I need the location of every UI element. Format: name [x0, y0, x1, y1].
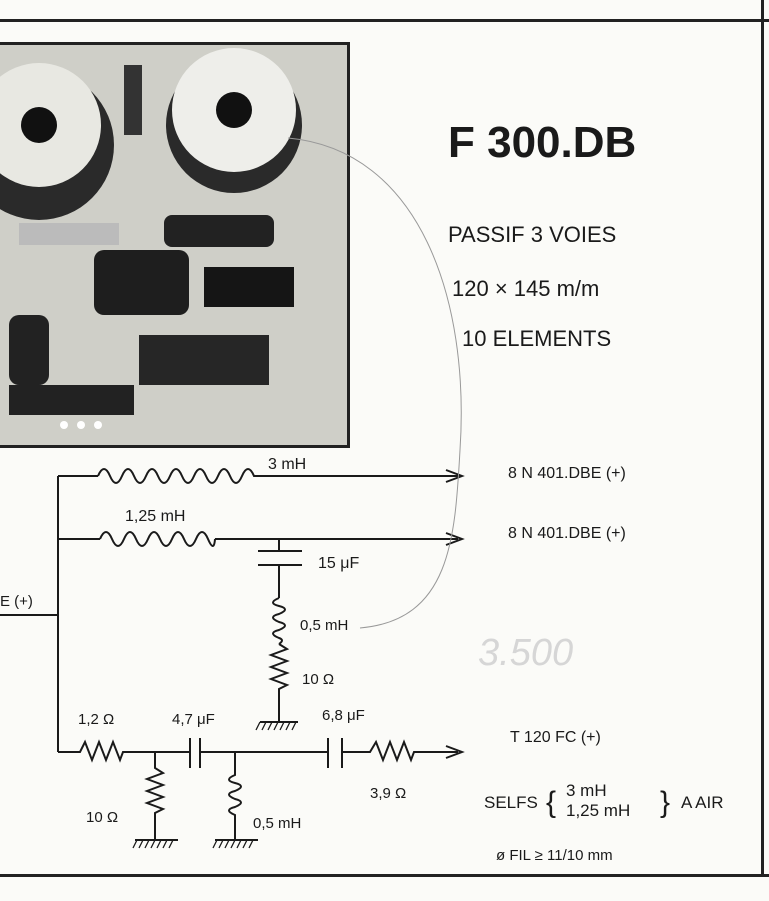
label-l-bass: 3 mH [268, 456, 306, 473]
type-label: PASSIF 3 VOIES [448, 222, 617, 247]
label-r-mid-shunt: 10 Ω [302, 671, 334, 688]
bass-inductor [97, 468, 267, 484]
bottom-rule [0, 874, 769, 877]
label-c-mid: 15 μF [318, 555, 359, 572]
tweeter-shunt-inductor [215, 752, 258, 841]
pen-annotation-curve [287, 137, 462, 629]
label-c-tw-1: 4,7 μF [172, 711, 215, 728]
right-brace: } [660, 786, 670, 819]
label-r-tw-series: 1,2 Ω [78, 711, 114, 728]
output-mid: 8 N 401.DBE (+) [508, 525, 626, 542]
selfs-value-1: 3 mH [566, 781, 607, 800]
wire-spec: ø FIL ≥ 11/10 mm [496, 847, 613, 864]
selfs-suffix: A AIR [681, 793, 724, 812]
right-rule [761, 0, 764, 877]
input-label: E (+) [0, 593, 33, 610]
label-r-tw-shunt: 10 Ω [86, 809, 118, 826]
top-rule [0, 19, 769, 22]
ground-hatches [132, 721, 297, 849]
handwritten-price: 3.500 [478, 632, 574, 674]
elements-label: 10 ELEMENTS [462, 326, 612, 351]
label-l-tw-shunt: 0,5 mH [253, 815, 301, 832]
selfs-value-2: 1,25 mH [566, 801, 630, 820]
label-l-mid-shunt: 0,5 mH [300, 617, 348, 634]
label-r-tw-out: 3,9 Ω [370, 785, 406, 802]
output-bass: 8 N 401.DBE (+) [508, 465, 626, 482]
label-l-mid: 1,25 mH [125, 508, 185, 525]
product-photo [0, 42, 350, 448]
left-brace: { [546, 786, 556, 819]
bus-wire [0, 476, 59, 752]
label-c-tw-2: 6,8 μF [322, 707, 365, 724]
crossover-photo-illustration [0, 45, 347, 445]
arrowheads [445, 469, 465, 759]
output-tweeter: T 120 FC (+) [510, 729, 601, 746]
model-title: F 300.DB [448, 118, 637, 167]
mid-inductor [99, 531, 216, 547]
tweeter-branch [58, 738, 458, 768]
tweeter-shunt-resistor [135, 752, 178, 841]
mid-shunt [258, 539, 302, 723]
selfs-label: SELFS [484, 793, 538, 812]
dimensions-label: 120 × 145 m/m [452, 276, 600, 301]
